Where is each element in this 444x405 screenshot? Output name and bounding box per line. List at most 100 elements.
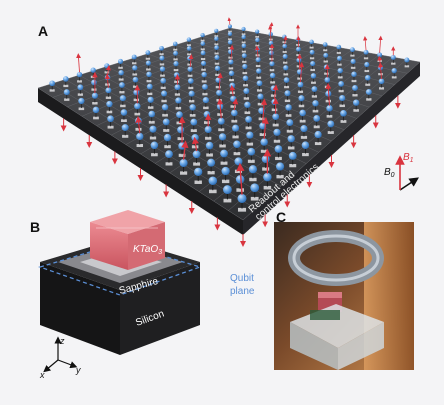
qubit-ball (132, 76, 139, 83)
qubit-ball (352, 84, 358, 91)
qubit-site (235, 175, 245, 192)
qubit-site (159, 66, 166, 77)
qubit-ball (310, 60, 316, 67)
silicon-left (40, 262, 120, 355)
qubit-site (145, 50, 151, 60)
qubit-ball (283, 77, 290, 83)
spin-arrow (232, 98, 239, 111)
qubit-ball (263, 172, 272, 182)
panel-c-letter: C (276, 209, 286, 225)
qubit-ball (132, 65, 138, 71)
qubit-ball (312, 100, 319, 107)
qubit-pedestal (241, 41, 246, 44)
qubit-pedestal (136, 144, 144, 148)
qubit-ball (326, 105, 333, 112)
qubit-ball (214, 45, 219, 50)
qubit-pedestal (107, 125, 114, 129)
qubit-pedestal (327, 131, 334, 134)
qubit-ball (202, 83, 208, 90)
qubit-site (173, 61, 179, 72)
qubit-pedestal (228, 30, 232, 33)
qubit-site (179, 140, 189, 175)
qubit-ball (78, 97, 85, 105)
qubit-site (91, 71, 98, 105)
qubit-site (159, 45, 164, 56)
spin-arrow (104, 73, 111, 88)
board-side-left (38, 88, 243, 235)
qubit-ball (134, 102, 141, 110)
qubit-ball (323, 64, 330, 70)
qubit-ball (232, 124, 240, 132)
qubit-pedestal (312, 109, 319, 113)
qubit-pedestal (243, 97, 250, 100)
spin-arrow (298, 61, 305, 83)
qubit-site (231, 98, 239, 123)
qubit-pedestal (325, 99, 331, 103)
qubit-ball (363, 49, 369, 55)
qubit-pedestal (163, 129, 170, 132)
qubit-site (352, 84, 358, 97)
qubit-ball (187, 66, 193, 72)
qubit-pedestal (300, 135, 308, 139)
qubit-pedestal (214, 62, 220, 65)
qubit-ball (49, 80, 56, 87)
qubit-ball (282, 53, 288, 59)
qubit-ball (287, 135, 295, 143)
qubit-pedestal (249, 177, 257, 182)
qubit-pedestal (237, 207, 247, 212)
qubit-pedestal (282, 61, 288, 64)
qubit-ball (377, 52, 383, 58)
spin-arrow (269, 22, 274, 33)
qubit-pedestal (177, 137, 184, 141)
qubit-ball (175, 97, 182, 104)
qubit-site (163, 133, 172, 149)
qubit-pedestal (270, 81, 276, 84)
qubit-pedestal (63, 84, 69, 88)
qubit-pedestal (310, 68, 315, 72)
qubit-site (214, 36, 219, 46)
qubit-ball (340, 109, 347, 117)
qubit-site (92, 106, 100, 120)
qubit-site (191, 136, 201, 166)
qubit-ball (214, 28, 219, 33)
qubit-site (288, 151, 297, 168)
qubit-site (149, 125, 157, 140)
qubit-pedestal (200, 48, 205, 51)
qubit-plane-label-line1: Qubit (230, 273, 254, 284)
qubit-ball (118, 58, 124, 64)
qubit-ball (245, 116, 252, 123)
qubit-pedestal (232, 135, 239, 139)
qubit-pedestal (258, 117, 265, 121)
qubit-site (390, 46, 396, 65)
qubit-pedestal (146, 68, 151, 71)
qubit-pedestal (297, 77, 303, 80)
qubit-site (104, 73, 112, 99)
qubit-pedestal (286, 129, 293, 133)
qubit-site (241, 26, 246, 36)
qubit-site (63, 76, 69, 88)
qubit-site (298, 95, 305, 108)
qubit-pedestal (351, 79, 357, 83)
qubit-pedestal (178, 153, 186, 157)
qubit-ball (241, 53, 247, 59)
qubit-pedestal (189, 114, 196, 117)
spin-arrow (283, 35, 288, 45)
qubit-site (190, 118, 198, 133)
qubit-pedestal (284, 99, 291, 103)
qubit-ball (241, 34, 246, 40)
qubit-site (162, 118, 170, 132)
qubit-site (218, 133, 227, 148)
qubit-pedestal (122, 134, 129, 138)
qubit-site (256, 80, 263, 92)
qubit-pedestal (324, 72, 329, 75)
qubit-pedestal (230, 105, 236, 108)
qubit-pedestal (364, 69, 370, 73)
qubit-pedestal (314, 142, 322, 146)
qubit-pedestal (337, 63, 342, 66)
qubit-site (338, 81, 345, 93)
qubit-pedestal (233, 152, 241, 156)
qubit-ball (119, 95, 126, 102)
qubit-site (165, 150, 173, 166)
qubit-ball (186, 46, 192, 51)
qubit-pedestal (311, 95, 318, 98)
